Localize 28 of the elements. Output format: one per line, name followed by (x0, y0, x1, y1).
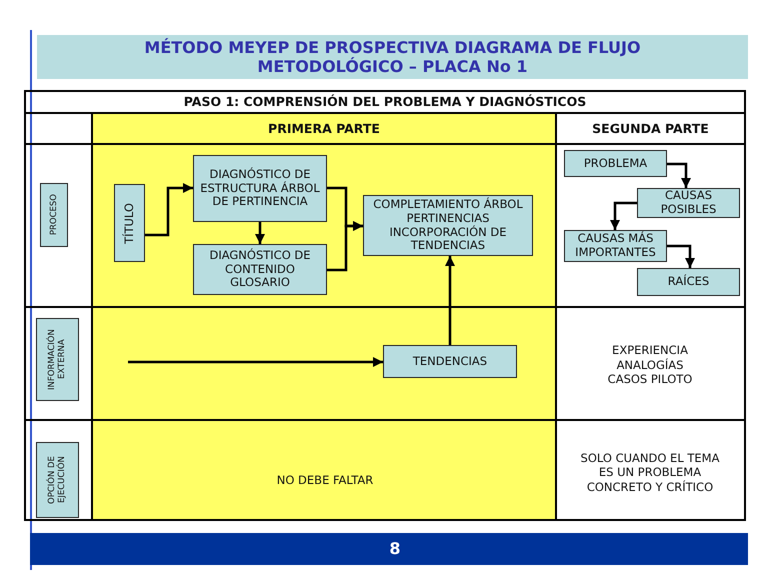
process-box: DIAGNÓSTICO DE CONTENIDO GLOSARIO (193, 244, 327, 295)
column-heading: SEGUNDA PARTE (591, 120, 710, 138)
arrow (128, 357, 383, 367)
page-number: 8 (388, 538, 402, 560)
process-box: TENDENCIAS (383, 345, 517, 378)
process-box: PROBLEMA (564, 150, 667, 177)
column-heading: PRIMERA PARTE (267, 120, 381, 138)
title-text: MÉTODO MEYEP DE PROSPECTIVA DIAGRAMA DE FLUJO METODOLÓGICO – PLACA No 1 (37, 35, 748, 79)
table-heading: PASO 1: COMPRENSIÓN DEL PROBLEMA Y DIAGNÓSTICOS (182, 93, 588, 112)
process-box: COMPLETAMIENTO ÁRBOL PERTINENCIAS INCORPORACIÓN DE TENDENCIAS (363, 195, 533, 256)
row-header-box: INFORMACIÓN EXTERNA (36, 318, 79, 401)
arrow (610, 202, 637, 230)
process-box: TÍTULO (114, 184, 145, 262)
row-header-box: OPCIÓN DE EJECUCIÓN (36, 442, 79, 518)
process-box: CAUSAS POSIBLES (637, 188, 740, 218)
arrow (667, 244, 695, 268)
row-header-box: PROCESO (40, 183, 68, 247)
arrow (445, 256, 455, 345)
process-box: DIAGNÓSTICO DE ESTRUCTURA ÁRBOL DE PERTINENCIA (193, 155, 327, 222)
process-box: RAÍCES (637, 268, 740, 296)
arrow (327, 221, 363, 272)
cell-text: NO DEBE FALTAR (276, 472, 374, 489)
arrow (145, 183, 193, 236)
arrow (255, 222, 265, 244)
cell-text: SOLO CUANDO EL TEMA ES UN PROBLEMA CONCRETO Y CRÍTICO (580, 450, 720, 496)
arrow (667, 162, 691, 188)
cell-text: EXPERIENCIA ANALOGÍAS CASOS PILOTO (606, 342, 694, 388)
process-box: CAUSAS MÁS IMPORTANTES (564, 230, 667, 262)
